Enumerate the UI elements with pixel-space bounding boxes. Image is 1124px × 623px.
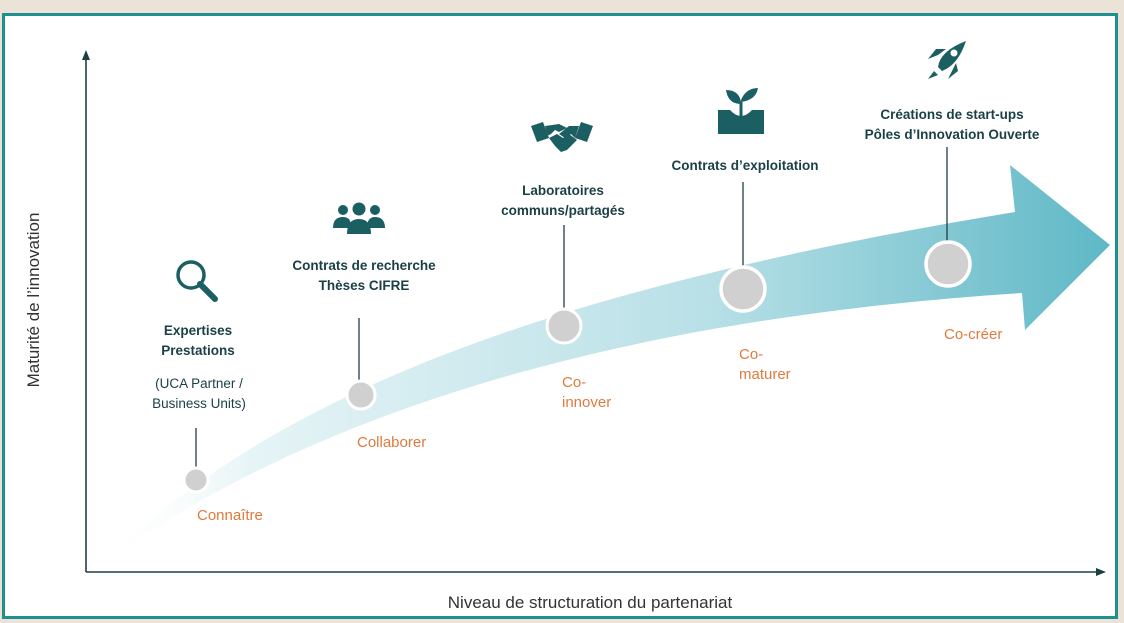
stage-1-subtitle: (UCA Partner / Business Units): [134, 374, 264, 414]
handshake-icon: [531, 122, 593, 152]
step-connaitre: Connaître: [197, 507, 263, 524]
stage-marker-2: [345, 318, 377, 411]
x-axis-label: Niveau de structuration du partenariat: [447, 593, 733, 612]
stage-4-title: Contrats d’exploitation: [655, 156, 835, 176]
step-collaborer: Collaborer: [357, 434, 427, 451]
stage-2-title-line: Thèses CIFRE: [318, 278, 410, 293]
rocket-icon: [928, 41, 966, 79]
y-axis-label: Maturité de l’innovation: [24, 212, 43, 388]
y-axis-arrowhead: [82, 50, 90, 60]
stage-1-title-line: Prestations: [161, 343, 235, 358]
stage-1-sub-line: Business Units): [152, 396, 246, 411]
step-co-innover-line: innover: [562, 394, 612, 411]
step-co-maturer-line: Co-: [739, 346, 764, 363]
step-co-creer: Co-créer: [944, 326, 1003, 343]
stage-5-title: Créations de start-ups Pôles d’Innovatio…: [847, 105, 1057, 145]
stage-marker-1: [182, 428, 210, 494]
sprout-icon: [718, 88, 764, 134]
stage-marker-5: [924, 147, 972, 288]
stage-1-title-line: Expertises: [163, 323, 233, 338]
magnifier-icon: [176, 260, 218, 302]
top-band: [0, 0, 1124, 13]
stage-3-title-line: communs/partagés: [501, 203, 625, 218]
stage-3-title-line: Laboratoires: [522, 183, 604, 198]
stage-marker-3: [545, 225, 583, 345]
stage-5-title-line: Créations de start-ups: [880, 107, 1024, 122]
step-co-maturer: Co- maturer: [739, 345, 791, 385]
stage-2-title-line: Contrats de recherche: [292, 258, 436, 273]
stage-4-title-line: Contrats d’exploitation: [671, 158, 819, 173]
stage-1-title: Expertises Prestations: [158, 321, 238, 361]
stage-marker-4: [719, 182, 767, 313]
step-co-innover-line: Co-: [562, 374, 587, 391]
stage-3-title: Laboratoires communs/partagés: [493, 181, 633, 221]
step-co-maturer-line: maturer: [739, 366, 791, 383]
x-axis-arrowhead: [1096, 568, 1106, 576]
stage-5-title-line: Pôles d’Innovation Ouverte: [864, 127, 1040, 142]
stage-2-title: Contrats de recherche Thèses CIFRE: [274, 256, 454, 296]
people-group-icon: [333, 202, 385, 234]
growth-arrow: [100, 165, 1110, 565]
step-co-innover: Co- innover: [562, 373, 611, 413]
stage-1-sub-line: (UCA Partner /: [155, 376, 243, 391]
